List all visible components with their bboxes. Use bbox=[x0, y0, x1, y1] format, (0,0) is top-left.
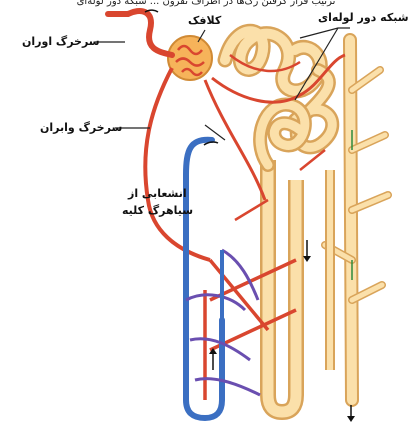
label-vein-branch-line1: انشعابی از bbox=[128, 187, 187, 200]
label-efferent-arteriole: سرخرگ وابران bbox=[40, 121, 122, 134]
loop-of-henle bbox=[268, 160, 330, 412]
label-peritubular-network: شبکه دور لوله‌ای bbox=[318, 11, 409, 24]
label-afferent-arteriole: سرخرگ اوران bbox=[22, 35, 100, 48]
glomerulus bbox=[168, 36, 212, 80]
renal-vein-branch bbox=[186, 140, 260, 418]
convoluted-tubules bbox=[225, 31, 332, 165]
label-glomerulus: کلافک bbox=[188, 14, 221, 27]
label-vein-branch-line2: سیاهرگ کلیه bbox=[122, 204, 193, 217]
